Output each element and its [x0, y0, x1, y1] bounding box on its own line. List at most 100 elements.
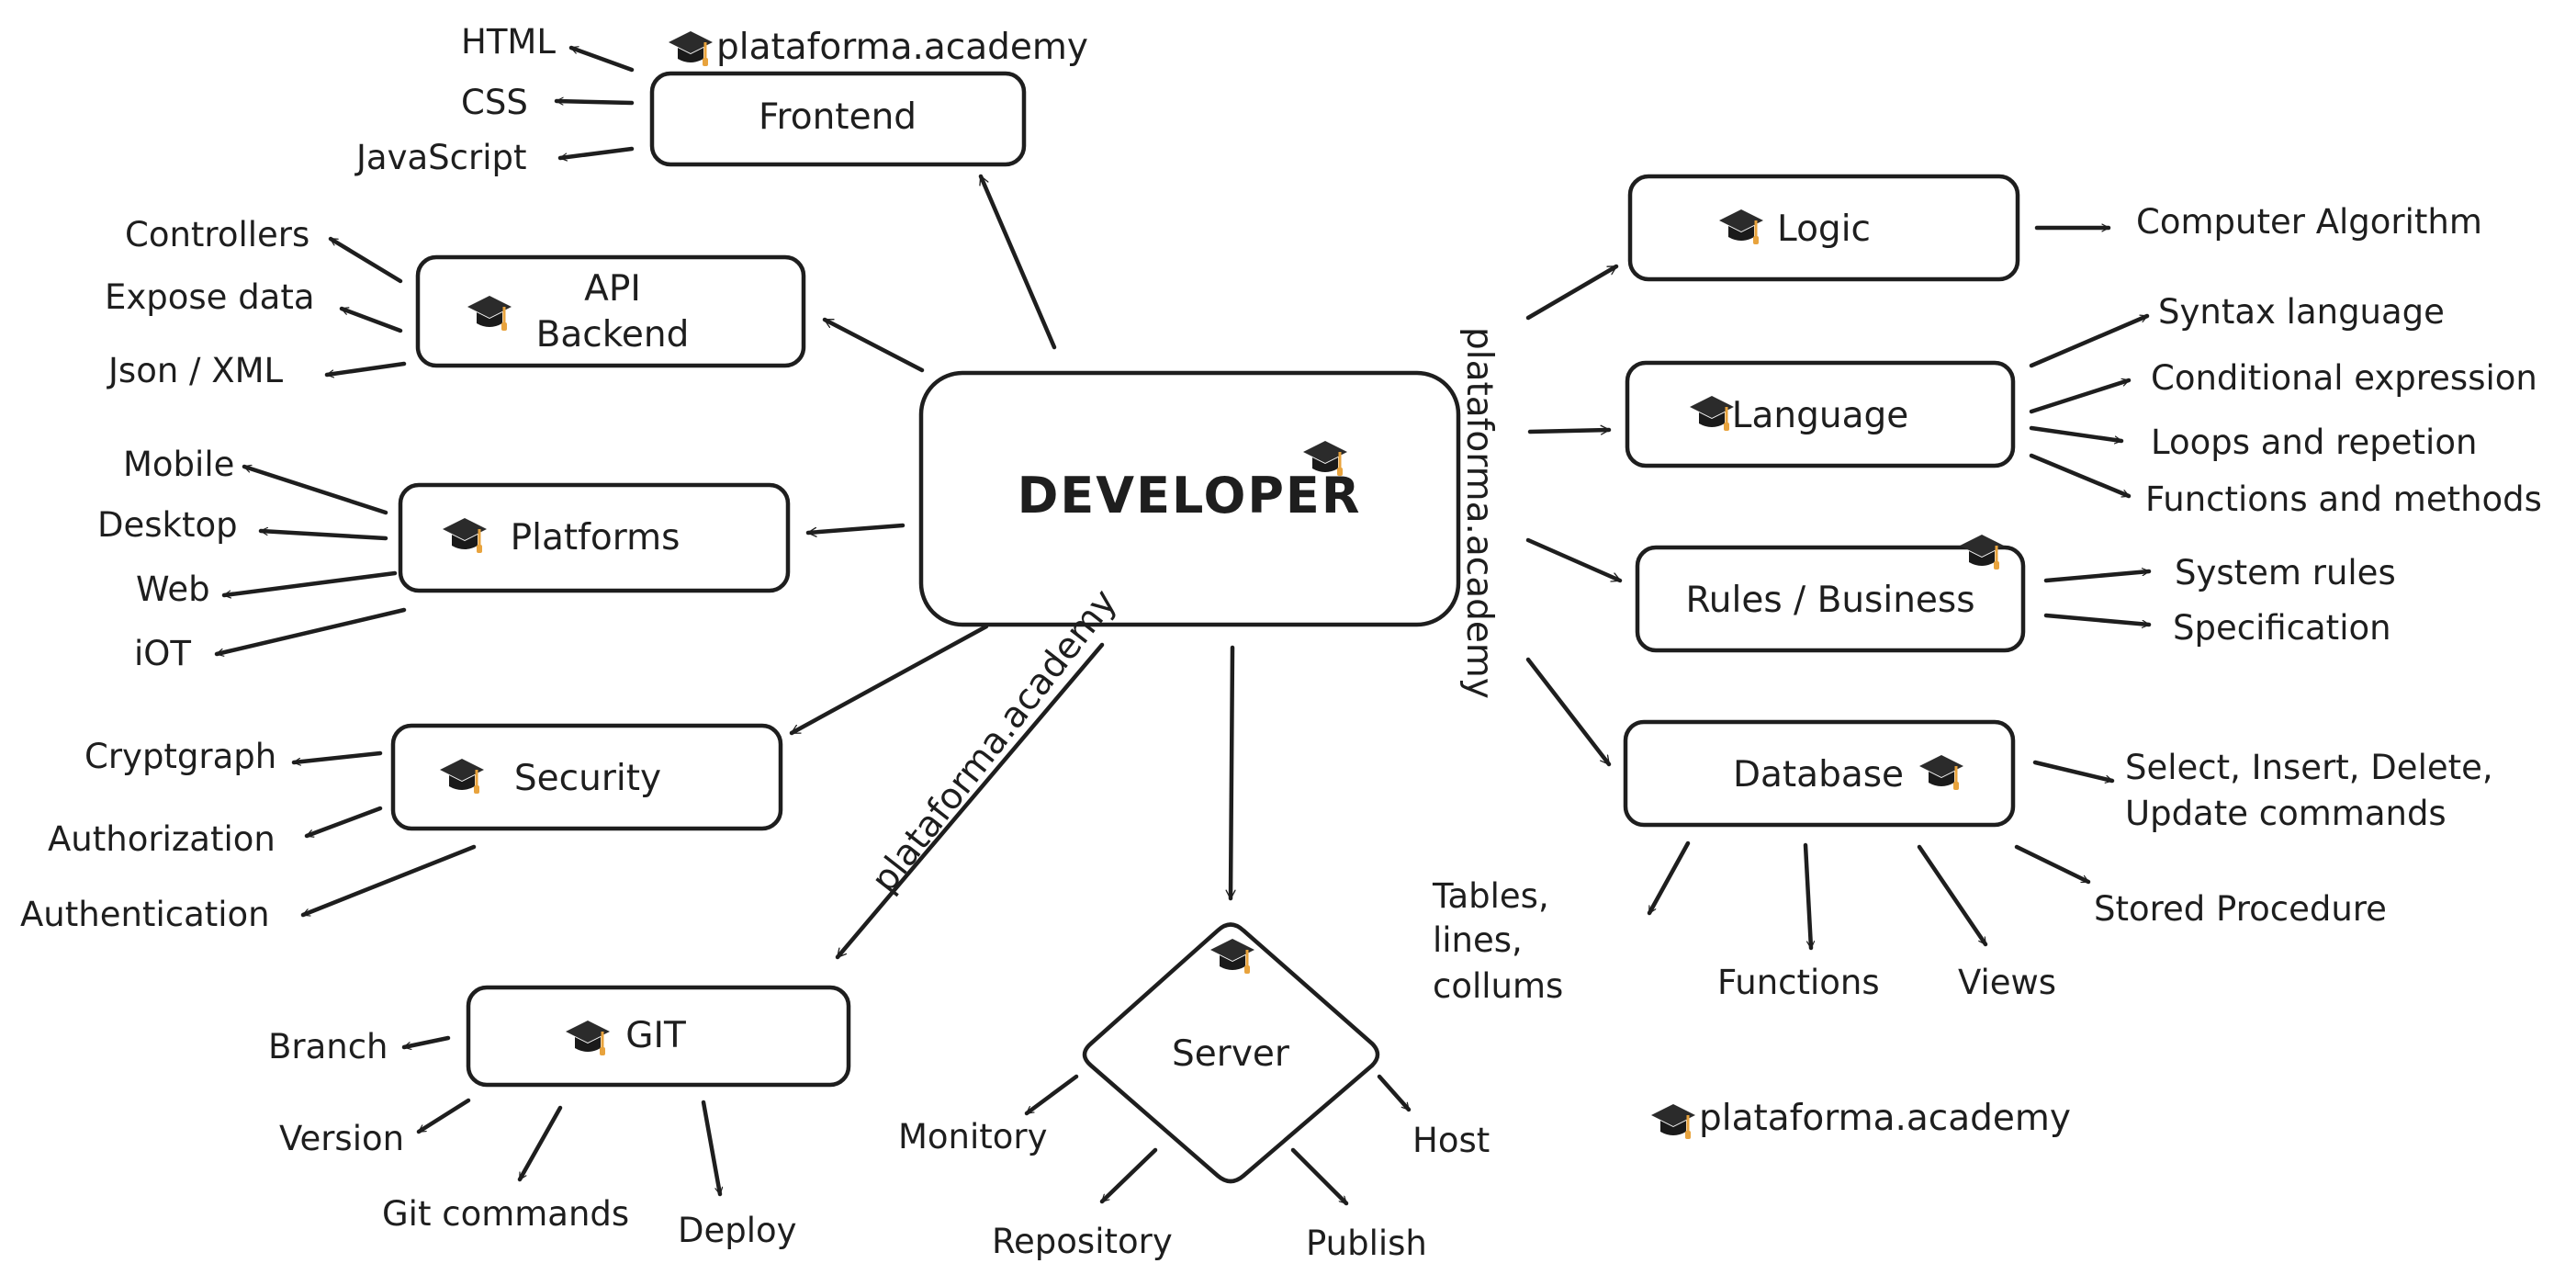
arrow-language-to-functions-and-methods — [2029, 453, 2132, 499]
arrow-developer-to-api-backend — [822, 317, 925, 373]
platforms-child-mobile: Mobile — [123, 445, 234, 484]
server-child-host: Host — [1412, 1121, 1490, 1160]
security-child-authentication: Authentication — [20, 895, 270, 934]
server-child-repository: Repository — [992, 1222, 1173, 1261]
arrow-language-to-loops-and-repetion — [2029, 425, 2124, 441]
logic-node-box — [1627, 174, 2020, 282]
arrow-language-to-conditional-expression — [2029, 378, 2132, 414]
frontend-node-label: Frontend — [759, 96, 917, 138]
api-child-expose-data: Expose data — [105, 277, 315, 317]
arrow-developer-to-git — [835, 642, 1105, 960]
platforms-child-desktop: Desktop — [97, 505, 238, 545]
arrow-platforms-to-web — [221, 570, 398, 595]
database-child-stored-procedure: Stored Procedure — [2094, 889, 2387, 929]
database-child-commands-line2: Update commands — [2125, 794, 2447, 833]
server-node-label: Server — [1172, 1033, 1290, 1075]
platforms-node-label: Platforms — [511, 517, 681, 558]
platforms-node-box — [398, 482, 791, 593]
api-backend-label-line2: Backend — [536, 314, 690, 355]
platforms-child-iot: iOT — [134, 634, 191, 673]
api-backend-label-line1: API — [584, 268, 641, 310]
database-child-functions: Functions — [1717, 963, 1880, 1002]
arrow-rules-to-specification — [2043, 613, 2152, 625]
database-node-box — [1623, 719, 2016, 828]
database-child-views: Views — [1958, 963, 2056, 1002]
language-node-box — [1625, 360, 2016, 468]
arrow-developer-to-frontend — [978, 174, 1057, 350]
language-child-conditional-expression: Conditional expression — [2151, 358, 2537, 398]
arrow-git-to-branch — [401, 1035, 451, 1047]
graduation-cap-icon — [1649, 1102, 1697, 1141]
arrow-server-to-monitory — [1024, 1074, 1079, 1116]
git-child-deploy: Deploy — [678, 1211, 797, 1250]
arrow-developer-to-platforms — [805, 523, 906, 533]
git-node-box — [466, 985, 851, 1088]
platforms-child-web: Web — [136, 570, 210, 609]
frontend-child-css: CSS — [461, 83, 528, 122]
arrow-security-to-authorization — [304, 806, 383, 839]
arrow-git-to-git-commands — [517, 1105, 563, 1182]
arrow-api-to-json-xml — [324, 361, 407, 375]
arrow-security-to-cryptgraph — [291, 750, 383, 762]
arrow-git-to-deploy — [701, 1100, 720, 1197]
graduation-cap-icon — [667, 29, 714, 68]
arrow-frontend-to-javascript — [557, 146, 635, 158]
database-node-label: Database — [1733, 754, 1904, 795]
arrow-platforms-to-desktop — [258, 531, 388, 541]
watermark-frontend: plataforma.academy — [716, 27, 1088, 68]
arrow-server-to-repository — [1099, 1147, 1158, 1204]
arrow-server-to-publish — [1290, 1147, 1349, 1206]
watermark-bottom-right: plataforma.academy — [1699, 1098, 2071, 1139]
frontend-node-box — [649, 71, 1027, 167]
arrow-frontend-to-css — [554, 101, 635, 103]
arrow-developer-to-database — [1525, 657, 1612, 767]
git-child-branch: Branch — [268, 1027, 388, 1066]
arrow-developer-to-language — [1527, 430, 1612, 432]
server-child-publish: Publish — [1306, 1224, 1427, 1263]
arrow-developer-to-rules-business — [1525, 537, 1623, 583]
arrow-developer-to-security — [789, 624, 989, 736]
git-child-version: Version — [279, 1119, 404, 1158]
arrow-developer-to-logic — [1525, 264, 1619, 321]
server-child-monitory: Monitory — [898, 1117, 1048, 1156]
api-child-json-xml: Json / XML — [107, 351, 284, 390]
rules-business-node-box — [1635, 545, 2026, 653]
arrow-developer-to-server — [1231, 645, 1232, 901]
security-node-box — [390, 723, 783, 831]
database-child-lines: lines, — [1433, 920, 1523, 960]
security-child-authorization: Authorization — [48, 819, 276, 859]
rules-child-system-rules: System rules — [2175, 553, 2396, 592]
arrow-security-to-authentication — [300, 844, 477, 918]
security-node-label: Security — [514, 758, 661, 799]
watermark-git: plataforma.academy — [863, 581, 1125, 900]
api-backend-node-box — [415, 254, 806, 368]
logic-node-label: Logic — [1777, 209, 1871, 250]
frontend-child-html: HTML — [461, 22, 556, 62]
watermark-vertical: plataforma.academy — [1458, 327, 1500, 699]
arrow-database-to-stored-procedure — [2014, 844, 2091, 885]
language-child-syntax-language: Syntax language — [2158, 292, 2445, 332]
arrow-rules-to-system-rules — [2043, 571, 2152, 583]
language-node-label: Language — [1732, 395, 1908, 436]
arrow-git-to-version — [416, 1098, 471, 1134]
language-child-functions-and-methods: Functions and methods — [2145, 479, 2542, 519]
developer-node-box — [918, 370, 1461, 627]
arrow-api-to-expose-data — [339, 306, 403, 333]
arrow-api-to-controllers — [328, 236, 403, 284]
arrow-database-to-views — [1917, 844, 1988, 947]
git-node-label: GIT — [625, 1015, 686, 1056]
git-child-git-commands: Git commands — [382, 1194, 629, 1234]
rules-child-specification: Specification — [2173, 608, 2391, 648]
database-child-tables: Tables, — [1432, 876, 1549, 916]
language-child-loops-and-repetion: Loops and repetion — [2151, 423, 2477, 462]
api-child-controllers: Controllers — [125, 215, 309, 254]
rules-business-node-label: Rules / Business — [1685, 580, 1974, 621]
arrow-database-to-commands — [2032, 760, 2115, 781]
arrow-frontend-to-html — [568, 45, 635, 73]
developer-node-label: DEVELOPER — [1018, 467, 1362, 525]
database-child-collums: collums — [1433, 966, 1563, 1006]
frontend-child-javascript: JavaScript — [354, 138, 526, 177]
arrow-platforms-to-mobile — [242, 464, 388, 515]
server-node-shape — [1082, 922, 1380, 1184]
